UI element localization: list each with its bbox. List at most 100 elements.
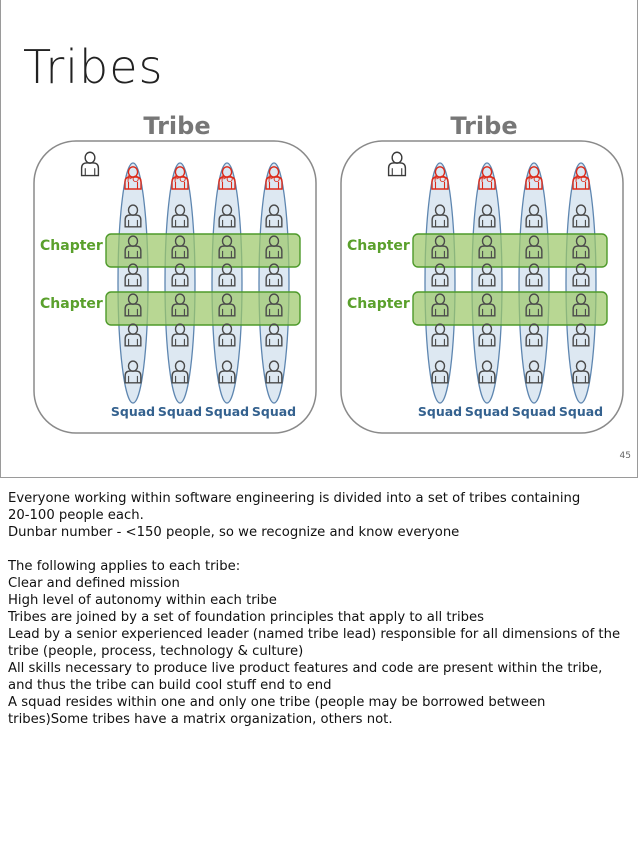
squad-member-icon <box>124 360 142 384</box>
product-owner-icon: PO <box>265 166 283 190</box>
squad-label: Squad <box>512 404 556 419</box>
po-label: PO <box>174 175 187 185</box>
chapter-2 <box>412 291 608 326</box>
squad-member-icon <box>218 323 236 347</box>
squad-label: Squad <box>252 404 296 419</box>
notes-line: Lead by a senior experienced leader (nam… <box>8 627 621 642</box>
squad-member-icon <box>171 360 189 384</box>
tribe-1: TribeChapterChapterPOSquadPOSquadPOSquad… <box>33 112 317 434</box>
squad-3 <box>211 162 243 404</box>
chapter-label: Chapter <box>40 238 103 254</box>
squad-member-icon <box>431 204 449 228</box>
squad-member-icon <box>265 204 283 228</box>
squad-member-icon <box>572 263 590 287</box>
notes-line: tribe (people, process, technology & cul… <box>8 644 304 659</box>
squad-4 <box>258 162 290 404</box>
squad-member-icon <box>431 323 449 347</box>
notes-line: and thus the tribe can build cool stuff … <box>8 678 332 693</box>
squad-member-icon <box>478 263 496 287</box>
squad-member-icon <box>525 360 543 384</box>
notes-line: 20-100 people each. <box>8 508 144 523</box>
squad-label: Squad <box>205 404 249 419</box>
product-owner-icon: PO <box>124 166 142 190</box>
squad-member-icon <box>171 204 189 228</box>
notes-line: The following applies to each tribe: <box>8 559 241 574</box>
squad-member-icon <box>431 235 449 259</box>
notes-line: Everyone working within software enginee… <box>8 491 581 506</box>
squad-member-icon <box>218 360 236 384</box>
squad-1 <box>424 162 456 404</box>
chapter-label: Chapter <box>347 296 410 312</box>
squad-member-icon <box>478 323 496 347</box>
squad-member-icon <box>478 360 496 384</box>
chapter-2 <box>105 291 301 326</box>
squad-member-icon <box>431 360 449 384</box>
speaker-notes: Everyone working within software enginee… <box>8 490 633 728</box>
po-label: PO <box>221 175 234 185</box>
product-owner-icon: PO <box>431 166 449 190</box>
tribe-label: Tribe <box>143 112 210 140</box>
page-number: 45 <box>619 451 631 461</box>
squad-member-icon <box>218 263 236 287</box>
squad-member-icon <box>218 293 236 317</box>
notes-line: All skills necessary to produce live pro… <box>8 661 603 676</box>
squad-2 <box>164 162 196 404</box>
squad-member-icon <box>525 235 543 259</box>
notes-line: Dunbar number - <150 people, so we recog… <box>8 525 460 540</box>
product-owner-icon: PO <box>171 166 189 190</box>
squad-label: Squad <box>559 404 603 419</box>
squad-member-icon <box>265 360 283 384</box>
squad-member-icon <box>265 293 283 317</box>
squad-member-icon <box>431 293 449 317</box>
squad-member-icon <box>265 235 283 259</box>
squad-member-icon <box>171 323 189 347</box>
squad-member-icon <box>525 323 543 347</box>
chapter-1 <box>105 233 301 268</box>
squad-member-icon <box>572 293 590 317</box>
slide-title: Tribes <box>23 40 164 94</box>
product-owner-icon: PO <box>478 166 496 190</box>
squad-member-icon <box>525 263 543 287</box>
squad-member-icon <box>218 204 236 228</box>
squad-member-icon <box>265 323 283 347</box>
product-owner-icon: PO <box>572 166 590 190</box>
tribe-label: Tribe <box>450 112 517 140</box>
squad-member-icon <box>124 323 142 347</box>
squad-member-icon <box>431 263 449 287</box>
squad-member-icon <box>124 235 142 259</box>
notes-line: A squad resides within one and only one … <box>8 695 546 710</box>
notes-line: High level of autonomy within each tribe <box>8 593 277 608</box>
squad-member-icon <box>525 204 543 228</box>
squad-label: Squad <box>418 404 462 419</box>
squad-member-icon <box>525 293 543 317</box>
squad-2 <box>471 162 503 404</box>
squad-member-icon <box>171 293 189 317</box>
squad-4 <box>565 162 597 404</box>
notes-spacer <box>8 541 633 558</box>
squad-label: Squad <box>158 404 202 419</box>
notes-line: Tribes are joined by a set of foundation… <box>8 610 484 625</box>
squad-1 <box>117 162 149 404</box>
squad-member-icon <box>124 293 142 317</box>
tribe-2: TribeChapterChapterPOSquadPOSquadPOSquad… <box>340 112 624 434</box>
product-owner-icon: PO <box>218 166 236 190</box>
squad-member-icon <box>478 204 496 228</box>
tribe-lead-icon <box>80 151 100 177</box>
squad-member-icon <box>572 204 590 228</box>
po-label: PO <box>434 175 447 185</box>
squad-member-icon <box>171 263 189 287</box>
po-label: PO <box>481 175 494 185</box>
product-owner-icon: PO <box>525 166 543 190</box>
po-label: PO <box>268 175 281 185</box>
squad-member-icon <box>124 204 142 228</box>
notes-line: tribes)Some tribes have a matrix organiz… <box>8 712 393 727</box>
squad-member-icon <box>572 323 590 347</box>
squad-member-icon <box>124 263 142 287</box>
po-label: PO <box>528 175 541 185</box>
tribes-diagram: TribeChapterChapterPOSquadPOSquadPOSquad… <box>33 112 624 434</box>
squad-member-icon <box>478 293 496 317</box>
chapter-1 <box>412 233 608 268</box>
chapter-label: Chapter <box>40 296 103 312</box>
po-label: PO <box>575 175 588 185</box>
squad-label: Squad <box>111 404 155 419</box>
